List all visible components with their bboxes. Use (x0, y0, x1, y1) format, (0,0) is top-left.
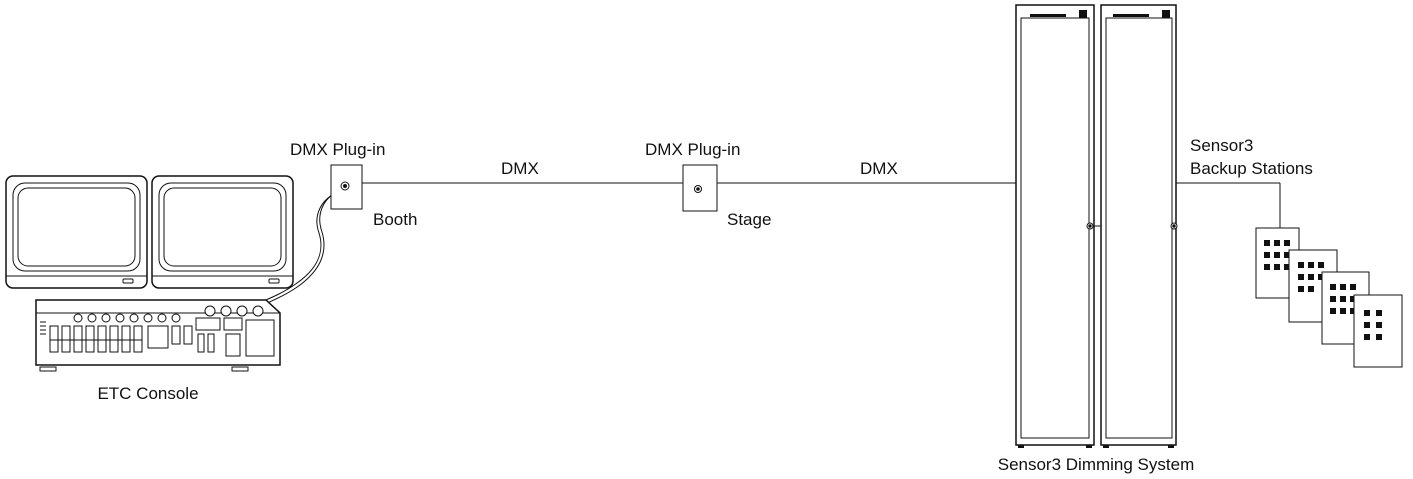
backup-stations-label-line1: Sensor3 (1190, 136, 1253, 155)
plugin-booth-title: DMX Plug-in (290, 140, 385, 159)
plugin-stage-location: Stage (727, 210, 771, 229)
plugin-stage-title: DMX Plug-in (645, 140, 740, 159)
plugin-booth-location: Booth (373, 210, 417, 229)
dimming-rack-left (1015, 4, 1095, 448)
console-label: ETC Console (97, 384, 198, 403)
backup-stations (1255, 227, 1403, 368)
dmx-plugin-booth (330, 164, 363, 210)
backup-station (1353, 294, 1403, 368)
dmx-cabling (253, 182, 1281, 309)
etc-console (5, 175, 294, 372)
dimming-rack-right (1100, 4, 1178, 448)
backup-stations-label-line2: Backup Stations (1190, 159, 1313, 178)
right-monitor (151, 175, 294, 289)
dimming-system-label: Sensor3 Dimming System (998, 455, 1195, 474)
dmx-plugin-stage (682, 164, 718, 212)
console-cable (255, 188, 345, 309)
dmx-link-label-2: DMX (860, 159, 898, 178)
dmx-link-label-1: DMX (501, 159, 539, 178)
left-monitor (5, 175, 148, 289)
console-desk (35, 299, 281, 372)
